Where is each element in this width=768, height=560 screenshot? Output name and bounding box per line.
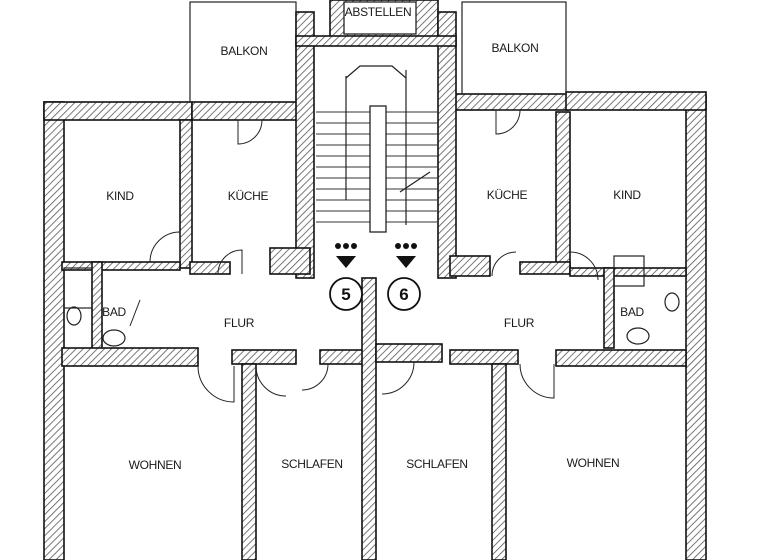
label-schlafen-right: SCHLAFEN <box>406 457 468 471</box>
label-wohnen-right: WOHNEN <box>567 456 620 470</box>
label-bad-left: BAD <box>102 305 126 319</box>
bathroom-fixtures <box>63 255 680 347</box>
label-kueche-left: KÜCHE <box>228 189 269 203</box>
unit-number-left: 5 <box>341 285 350 304</box>
stair-direction-line <box>345 70 431 225</box>
unit-number-right: 6 <box>399 285 408 304</box>
label-balkon-right: BALKON <box>492 41 539 55</box>
label-flur-left: FLUR <box>224 316 255 330</box>
label-flur-right: FLUR <box>504 316 535 330</box>
label-abstellen: ABSTELLEN <box>345 5 412 19</box>
unit-markers: 5 6 <box>329 243 421 311</box>
label-schlafen-left: SCHLAFEN <box>281 457 343 471</box>
label-bad-right: BAD <box>620 305 644 319</box>
label-kueche-right: KÜCHE <box>487 188 528 202</box>
label-balkon-left: BALKON <box>221 44 268 58</box>
door-swings <box>129 109 599 403</box>
interior-walls <box>61 111 687 560</box>
label-kind-left: KIND <box>106 189 134 203</box>
label-kind-right: KIND <box>613 188 641 202</box>
room-labels: ABSTELLEN BALKON BALKON KIND KÜCHE KÜCHE… <box>102 5 645 472</box>
staircase <box>316 65 438 233</box>
label-wohnen-left: WOHNEN <box>129 458 182 472</box>
entrance-arrow-left <box>336 256 356 268</box>
top-structures <box>189 0 567 279</box>
stair-center-wall <box>369 105 387 233</box>
stair-landing-line <box>345 65 407 79</box>
entrance-arrow-right <box>396 256 416 268</box>
